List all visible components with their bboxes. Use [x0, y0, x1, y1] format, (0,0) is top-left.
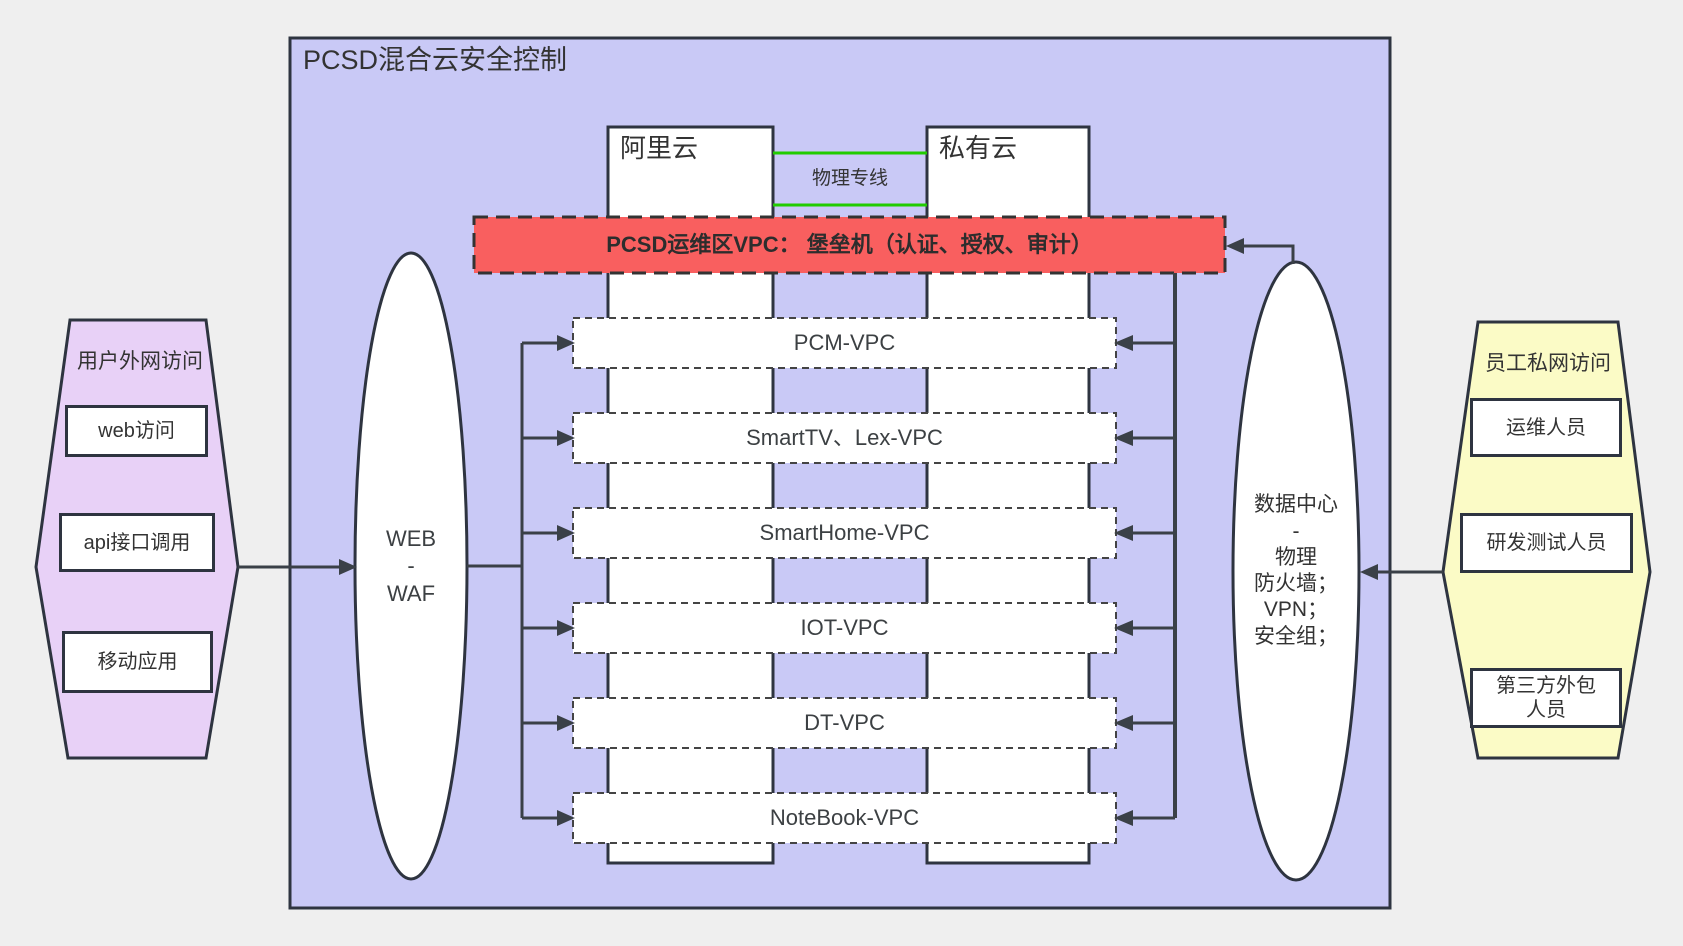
internal-access-title: 员工私网访问 [1485, 351, 1611, 375]
container-title: PCSD混合云安全控制 [303, 45, 568, 76]
ops-staff-box: 运维人员 [1470, 398, 1622, 457]
waf-arrow-2 [557, 430, 575, 446]
vpc-box-iot [572, 602, 1117, 654]
datacenter-label: 数据中心 - 物理 防火墙； VPN； 安全组； [1254, 493, 1338, 648]
vpc-box-smarttv-lex [572, 412, 1117, 464]
outsourcing-staff-box: 第三方外包 人员 [1470, 668, 1622, 728]
mobile-app-box: 移动应用 [62, 631, 213, 693]
ops-vpc-label: PCSD运维区VPC： 堡垒机（认证、授权、审计） [606, 232, 1093, 258]
web-access-box: web访问 [65, 405, 208, 457]
vpc-box-pcm [572, 317, 1117, 369]
waf-arrow-3 [557, 525, 575, 541]
vpc-label-pcm: PCM-VPC [793, 330, 896, 356]
aliyun-cloud-label: 阿里云 [620, 132, 699, 163]
dc-arrow-1 [1114, 335, 1133, 351]
vpc-label-dt: DT-VPC [804, 710, 885, 736]
vpc-label-iot: IOT-VPC [800, 615, 889, 641]
internal-to-datacenter-arrow [1360, 564, 1378, 580]
dc-arrow-3 [1114, 525, 1133, 541]
waf-arrow-4 [557, 620, 575, 636]
waf-label: WEB - WAF [385, 525, 437, 606]
external-access-title: 用户外网访问 [77, 349, 203, 373]
dc-arrow-4 [1114, 620, 1133, 636]
external-to-waf-arrow [339, 559, 357, 575]
vpc-label-smarttv-lex: SmartTV、Lex-VPC [746, 425, 943, 451]
api-call-box: api接口调用 [59, 513, 215, 572]
waf-arrow-5 [557, 715, 575, 731]
vpc-label-smarthome: SmartHome-VPC [759, 520, 930, 546]
dc-arrow-6 [1114, 810, 1133, 826]
vpc-box-notebook [572, 792, 1117, 844]
datacenter-ellipse [1231, 260, 1361, 882]
ops-vpc-bar [472, 215, 1227, 275]
private-cloud-label: 私有云 [939, 132, 1018, 163]
datacenter-to-ops-arrow [1226, 238, 1244, 254]
vpc-label-notebook: NoteBook-VPC [769, 805, 920, 831]
vpc-box-dt [572, 697, 1117, 749]
dc-arrow-5 [1114, 715, 1133, 731]
dev-test-staff-box: 研发测试人员 [1460, 513, 1633, 573]
dc-arrow-2 [1114, 430, 1133, 446]
datacenter-to-ops-line [1243, 244, 1295, 264]
waf-arrow-6 [557, 810, 575, 826]
security-control-container [288, 36, 1392, 910]
waf-arrow-1 [557, 335, 575, 351]
physical-line-label: 物理专线 [811, 168, 888, 190]
